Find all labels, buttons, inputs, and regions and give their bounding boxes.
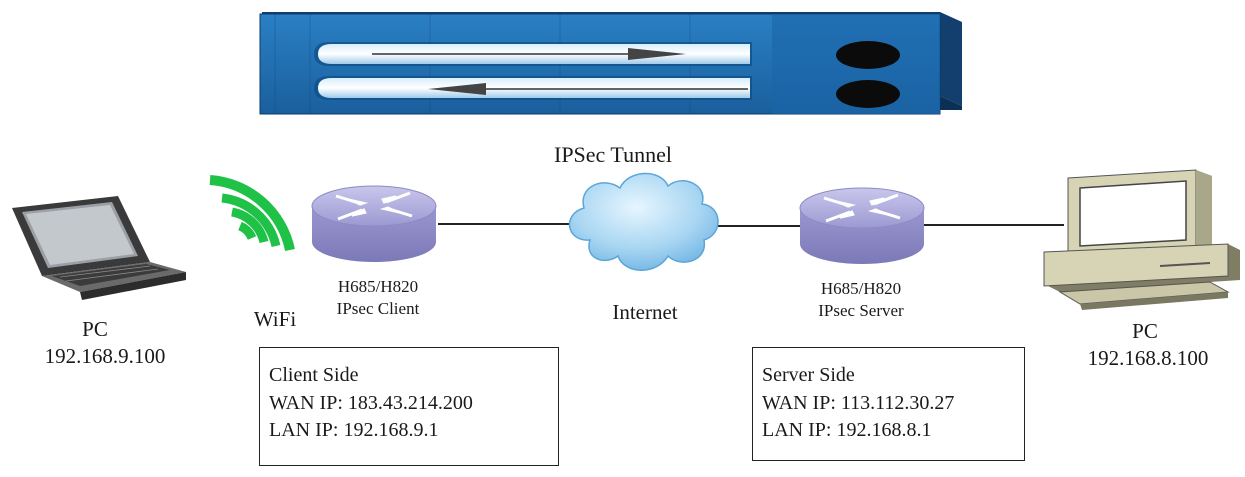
server-router-role: IPsec Server bbox=[818, 301, 904, 320]
client-side-box: Client Side WAN IP: 183.43.214.200 LAN I… bbox=[259, 347, 559, 466]
cloud-icon bbox=[568, 172, 719, 271]
client-lan-ip: LAN IP: 192.168.9.1 bbox=[269, 419, 439, 442]
server-router-icon bbox=[799, 187, 925, 264]
internet-label: Internet bbox=[612, 300, 678, 324]
right-pc-ip: 192.168.8.100 bbox=[1087, 346, 1209, 370]
right-pc-name: PC bbox=[1132, 319, 1158, 343]
laptop-icon bbox=[12, 196, 186, 300]
client-side-title: Client Side bbox=[269, 364, 359, 386]
client-router-icon bbox=[311, 185, 437, 262]
left-pc-name: PC bbox=[82, 317, 108, 341]
left-pc-ip: 192.168.9.100 bbox=[44, 344, 166, 368]
client-router-role: IPsec Client bbox=[336, 299, 420, 318]
server-wan-ip: WAN IP: 113.112.30.27 bbox=[762, 391, 955, 414]
server-side-title: Server Side bbox=[762, 364, 855, 386]
tunnel-label: IPSec Tunnel bbox=[554, 142, 672, 167]
server-side-box: Server Side WAN IP: 113.112.30.27 LAN IP… bbox=[752, 347, 1025, 461]
server-router-model: H685/H820 bbox=[820, 279, 902, 298]
wifi-label: WiFi bbox=[253, 307, 297, 331]
tunnel-icon bbox=[259, 12, 962, 115]
client-wan-ip: WAN IP: 183.43.214.200 bbox=[269, 391, 473, 414]
desktop-pc-icon bbox=[1043, 169, 1240, 310]
wifi-icon bbox=[209, 175, 295, 252]
connection-lines bbox=[438, 223, 1064, 227]
client-router-model: H685/H820 bbox=[337, 277, 419, 296]
server-lan-ip: LAN IP: 192.168.8.1 bbox=[762, 419, 932, 442]
